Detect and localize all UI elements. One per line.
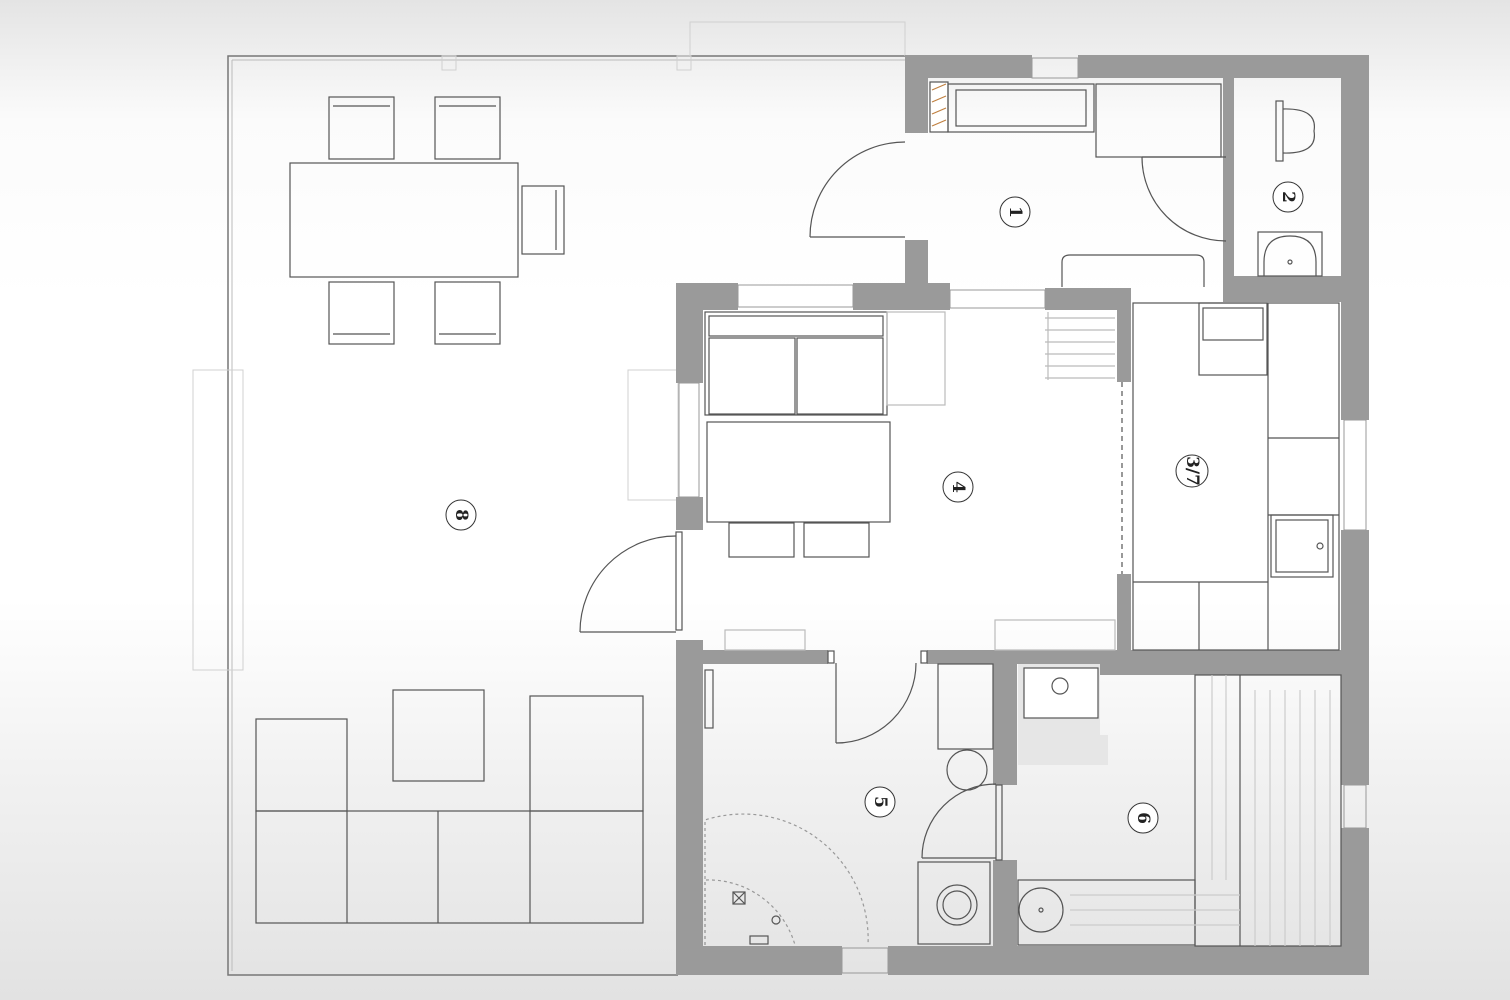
svg-text:6: 6 <box>1133 812 1153 824</box>
room-label-4: 4 <box>942 471 974 503</box>
room-label-1: 1 <box>999 196 1031 228</box>
walls <box>676 55 1369 975</box>
svg-text:1: 1 <box>1005 206 1025 218</box>
door-room-4 <box>579 531 683 633</box>
bathroom-fixtures <box>704 663 994 946</box>
dining-set <box>289 96 565 345</box>
door-room-5-inner <box>921 783 1003 861</box>
room-label-6: 6 <box>1127 802 1159 834</box>
faint-markings <box>192 21 906 671</box>
windows <box>678 57 1367 974</box>
door-room-5 <box>827 650 928 744</box>
kitchen-fixtures <box>1132 302 1340 651</box>
svg-text:2: 2 <box>1278 191 1298 203</box>
room-label-8: 8 <box>445 499 477 531</box>
svg-text:4: 4 <box>948 481 968 493</box>
wc-fixtures <box>1257 100 1323 277</box>
room-label-3-7: 3/7 <box>1175 454 1209 488</box>
sauna-fixtures <box>1017 664 1342 947</box>
living-furniture <box>704 311 1123 651</box>
terrace-outline <box>227 55 905 976</box>
room-label-2: 2 <box>1272 181 1304 213</box>
hall-fixtures <box>929 81 1222 287</box>
room-label-5: 5 <box>864 786 896 818</box>
svg-text:5: 5 <box>870 796 890 808</box>
door-room-2 <box>1141 156 1227 242</box>
lounge-set <box>255 689 644 924</box>
svg-text:8: 8 <box>451 509 471 521</box>
svg-text:3/7: 3/7 <box>1182 456 1202 486</box>
door-room-1 <box>809 141 906 238</box>
